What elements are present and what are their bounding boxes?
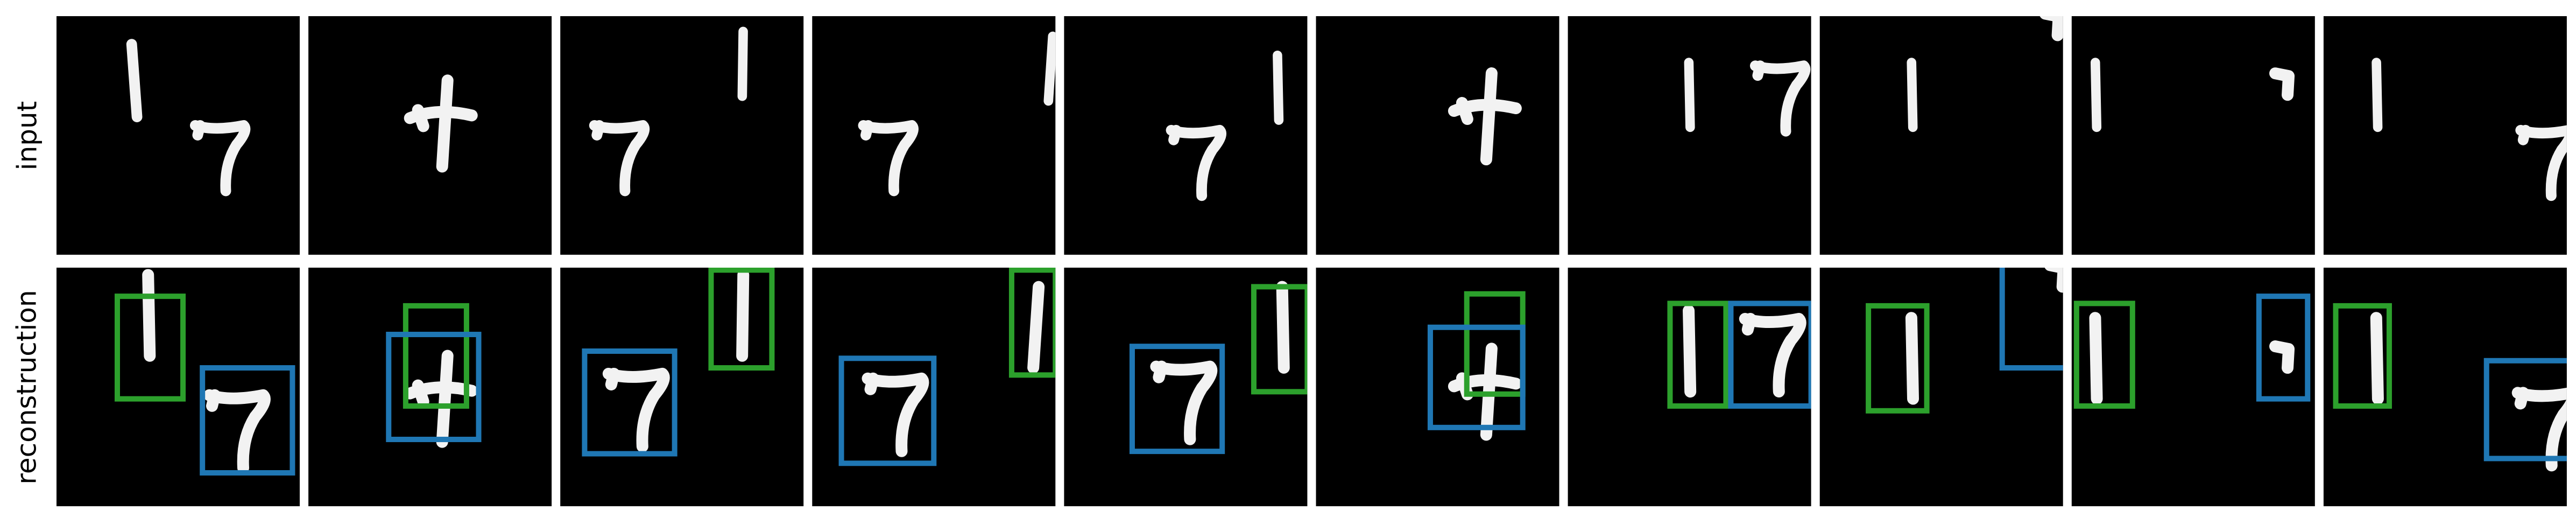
seven-digit-glyph — [862, 372, 929, 457]
one-digit-glyph — [1683, 304, 1697, 398]
seven-digit-glyph — [189, 120, 251, 197]
seven-digit-glyph — [1749, 60, 1811, 137]
panel-background — [812, 16, 1056, 255]
panel-background — [2071, 268, 2315, 506]
attention-blue-box — [1728, 301, 1811, 409]
attention-green-box — [2073, 301, 2135, 409]
panel-background — [560, 268, 804, 506]
one-digit-glyph — [1905, 312, 1919, 405]
attention-green-box — [403, 303, 469, 409]
seven-digit-glyph — [602, 367, 670, 452]
attention-blue-box — [1129, 344, 1225, 455]
attention-blue-box — [2483, 358, 2567, 462]
attention-green-box — [115, 294, 186, 402]
reconstruction-panel-4 — [812, 268, 1056, 506]
reconstruction-panel-1 — [57, 268, 300, 506]
panel-background — [1819, 16, 2063, 255]
one-digit-glyph — [1684, 58, 1695, 132]
panel-background — [1568, 16, 1811, 255]
attention-blue-box — [386, 332, 482, 442]
one-digit-glyph — [126, 39, 143, 122]
attention-green-box — [1866, 303, 1930, 414]
panel-background — [2071, 16, 2315, 255]
input-panel-8 — [1819, 16, 2063, 255]
reconstruction-panel-2 — [308, 268, 552, 506]
one-digit-glyph — [737, 26, 748, 101]
attention-blue-box — [200, 365, 295, 476]
reconstruction-panel-6 — [1316, 268, 1559, 506]
input-panel-10 — [2323, 16, 2567, 255]
attention-blue-box — [838, 355, 937, 466]
one-digit-glyph — [1043, 31, 1056, 106]
seven-digit-glyph — [589, 120, 650, 197]
reconstruction-panel-9 — [2071, 268, 2315, 506]
attention-green-box — [1667, 301, 1729, 409]
input-panel-7 — [1568, 16, 1811, 255]
one-digit-glyph — [2090, 58, 2102, 132]
attention-blue-box — [1999, 268, 2063, 371]
attention-blue-box — [582, 348, 677, 457]
one-digit-glyph — [736, 269, 750, 362]
tick-digit-glyph — [2269, 340, 2295, 374]
reconstruction-panel-7 — [1568, 268, 1811, 506]
reconstruction-panel-3 — [560, 268, 804, 506]
plus-digit-glyph — [1448, 67, 1522, 166]
tick-digit-glyph — [2269, 67, 2295, 101]
panel-background — [1064, 268, 1308, 506]
reconstruction-panel-10 — [2323, 268, 2567, 506]
one-digit-glyph — [1027, 281, 1045, 374]
one-digit-glyph — [142, 269, 156, 362]
one-digit-glyph — [1907, 58, 1918, 132]
one-digit-glyph — [1273, 50, 1284, 125]
seven-digit-glyph — [2515, 124, 2567, 201]
seven-digit-glyph — [1150, 360, 1218, 445]
panel-background — [308, 16, 552, 255]
one-digit-glyph — [1276, 281, 1290, 374]
panel-background — [57, 16, 300, 255]
seven-digit-glyph — [1166, 124, 1226, 201]
panel-background — [57, 268, 300, 506]
tick-digit-glyph — [2044, 268, 2063, 293]
one-digit-glyph — [2372, 58, 2383, 132]
input-panel-4 — [812, 16, 1056, 255]
plus-digit-glyph — [404, 74, 478, 173]
tick-digit-glyph — [2039, 16, 2063, 41]
reconstruction-panel-5 — [1064, 268, 1308, 506]
input-panel-6 — [1316, 16, 1559, 255]
input-panel-2 — [308, 16, 552, 255]
panel-background — [1819, 268, 2063, 506]
attention-green-box — [708, 268, 775, 371]
one-digit-glyph — [2089, 312, 2103, 405]
seven-digit-glyph — [203, 389, 271, 474]
seven-digit-glyph — [1739, 313, 1806, 398]
panel-background — [1316, 16, 1559, 255]
input-panel-5 — [1064, 16, 1308, 255]
reconstruction-panel-8 — [1819, 268, 2063, 506]
attention-green-box — [1008, 268, 1056, 378]
input-panel-3 — [560, 16, 804, 255]
seven-digit-glyph — [858, 120, 919, 197]
input-panel-9 — [2071, 16, 2315, 255]
input-panel-1 — [57, 16, 300, 255]
attention-green-box — [2333, 303, 2392, 409]
attention-green-box — [1251, 284, 1308, 395]
one-digit-glyph — [2370, 312, 2384, 405]
seven-digit-glyph — [2511, 387, 2567, 472]
attention-blue-box — [1427, 324, 1526, 430]
attention-blue-box — [2256, 294, 2311, 402]
